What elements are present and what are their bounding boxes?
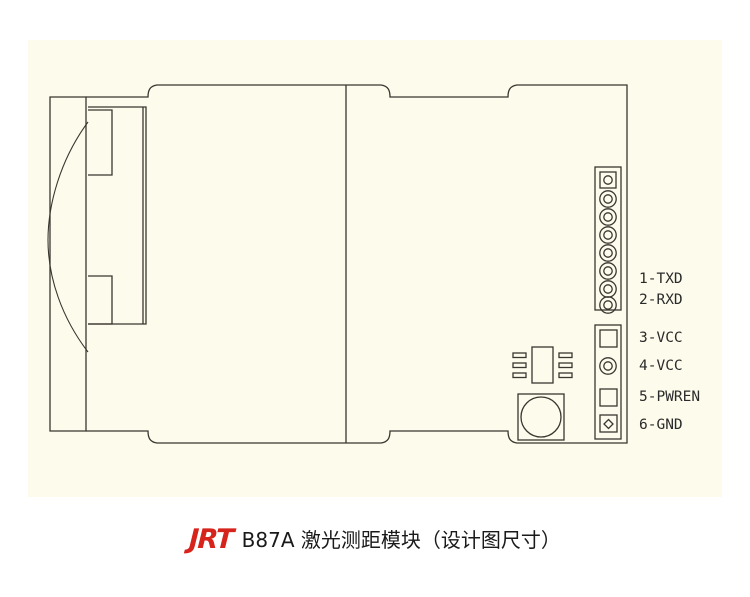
pin-label-4-vcc: 4-VCC xyxy=(639,358,683,374)
caption-title: B87A 激光测距模块（设计图尺寸） xyxy=(241,528,561,552)
pin-label-3-vcc: 3-VCC xyxy=(639,330,683,346)
pin-label-1-txd: 1-TXD xyxy=(639,271,683,287)
pin-label-2-rxd: 2-RXD xyxy=(639,292,683,308)
pin-label-5-pwren: 5-PWREN xyxy=(639,389,701,405)
figure-caption: JRT B87A 激光测距模块（设计图尺寸） xyxy=(0,516,750,564)
pin-label-6-gnd: 6-GND xyxy=(639,417,683,433)
jrt-logo: JRT xyxy=(188,523,234,555)
drawing-panel xyxy=(28,40,722,497)
